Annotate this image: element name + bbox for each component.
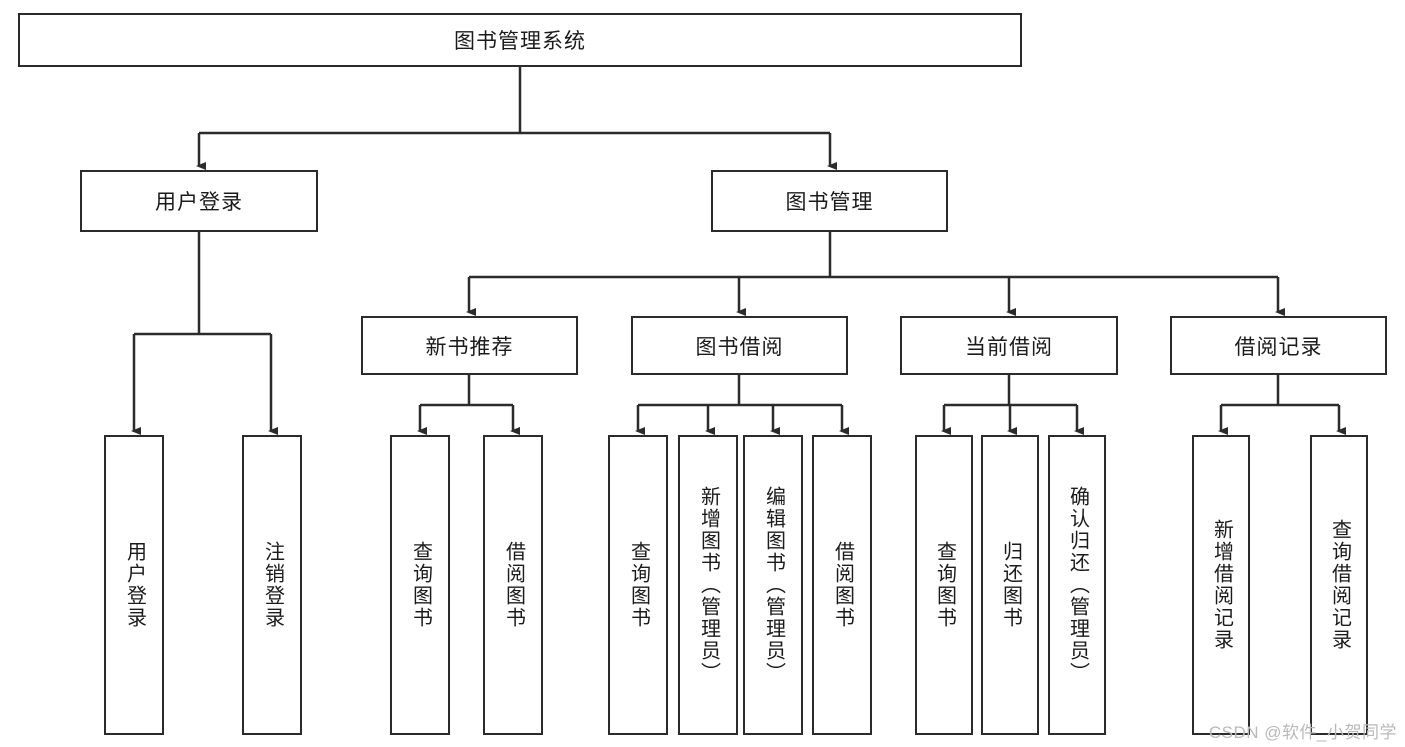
leaf-query-book-new[interactable]: 查询图书 bbox=[390, 435, 450, 735]
leaf-query-book-current-label: 查询图书 bbox=[933, 541, 956, 629]
leaf-user-login[interactable]: 用户登录 bbox=[104, 435, 164, 735]
leaf-logout-label: 注销登录 bbox=[261, 541, 284, 629]
watermark: CSDN @软件_小贺同学 bbox=[1208, 723, 1397, 742]
node-root[interactable]: 图书管理系统 bbox=[18, 13, 1022, 67]
node-new-book-recommend[interactable]: 新书推荐 bbox=[361, 316, 578, 375]
node-book-manage[interactable]: 图书管理 bbox=[711, 170, 948, 232]
node-book-borrow-label: 图书借阅 bbox=[695, 335, 784, 359]
node-user-login-label: 用户登录 bbox=[155, 191, 243, 214]
leaf-edit-book-admin-label: 编辑图书（管理员） bbox=[762, 486, 785, 684]
leaf-add-borrow-record[interactable]: 新增借阅记录 bbox=[1192, 435, 1250, 735]
leaf-confirm-return-admin-label: 确认归还（管理员） bbox=[1066, 486, 1089, 684]
node-book-manage-label: 图书管理 bbox=[785, 191, 874, 214]
leaf-borrow-book-new[interactable]: 借阅图书 bbox=[483, 435, 543, 735]
leaf-add-book-admin-label: 新增图书（管理员） bbox=[697, 486, 720, 684]
leaf-user-login-label: 用户登录 bbox=[123, 541, 146, 629]
leaf-borrow-book-new-label: 借阅图书 bbox=[502, 541, 525, 629]
leaf-query-book-new-label: 查询图书 bbox=[409, 541, 432, 629]
leaf-query-book-borrow-label: 查询图书 bbox=[627, 541, 650, 629]
leaf-return-book-label: 归还图书 bbox=[999, 541, 1022, 629]
leaf-confirm-return-admin[interactable]: 确认归还（管理员） bbox=[1048, 435, 1106, 735]
node-current-borrow[interactable]: 当前借阅 bbox=[900, 316, 1118, 375]
node-book-borrow[interactable]: 图书借阅 bbox=[631, 316, 848, 375]
leaf-query-book-current[interactable]: 查询图书 bbox=[915, 435, 973, 735]
node-new-book-recommend-label: 新书推荐 bbox=[425, 335, 514, 359]
node-borrow-record-label: 借阅记录 bbox=[1234, 335, 1323, 359]
leaf-query-borrow-record[interactable]: 查询借阅记录 bbox=[1310, 435, 1368, 735]
leaf-borrow-book-label: 借阅图书 bbox=[831, 541, 854, 629]
leaf-logout[interactable]: 注销登录 bbox=[242, 435, 302, 735]
leaf-query-book-borrow[interactable]: 查询图书 bbox=[608, 435, 668, 735]
node-root-label: 图书管理系统 bbox=[454, 30, 586, 53]
node-borrow-record[interactable]: 借阅记录 bbox=[1170, 316, 1387, 375]
leaf-add-book-admin[interactable]: 新增图书（管理员） bbox=[678, 435, 738, 735]
leaf-query-borrow-record-label: 查询借阅记录 bbox=[1328, 519, 1351, 651]
node-user-login[interactable]: 用户登录 bbox=[80, 170, 318, 232]
leaf-return-book[interactable]: 归还图书 bbox=[981, 435, 1039, 735]
leaf-edit-book-admin[interactable]: 编辑图书（管理员） bbox=[743, 435, 803, 735]
node-current-borrow-label: 当前借阅 bbox=[965, 335, 1053, 359]
leaf-borrow-book[interactable]: 借阅图书 bbox=[812, 435, 872, 735]
leaf-add-borrow-record-label: 新增借阅记录 bbox=[1210, 519, 1233, 651]
